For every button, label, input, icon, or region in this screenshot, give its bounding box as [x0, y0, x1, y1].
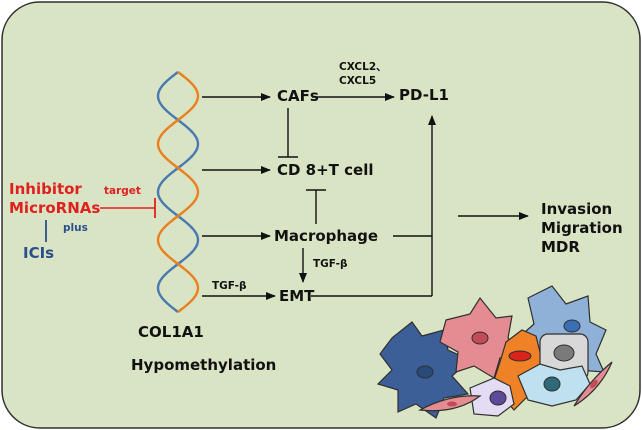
- outcome-invasion: Invasion: [541, 200, 613, 218]
- outcome-mdr: MDR: [541, 238, 580, 256]
- cell-nucleus: [508, 350, 532, 362]
- outcome-migration: Migration: [541, 219, 623, 237]
- dna-helix-icon: [156, 71, 200, 313]
- helix-strand-orange: [156, 71, 200, 313]
- node-emt: EMT: [279, 287, 315, 305]
- cell-nucleus: [447, 401, 457, 407]
- helix-strand-blue: [156, 71, 200, 313]
- gene-col1a1: COL1A1: [138, 323, 204, 341]
- label-target: target: [104, 185, 141, 197]
- label-inhibitor: Inhibitor: [9, 180, 82, 198]
- node-cafs: CAFs: [277, 87, 319, 105]
- label-cxcl2: CXCL2、: [339, 61, 387, 73]
- cell-nucleus: [543, 376, 561, 392]
- label-tgfb-horizontal: TGF-β: [212, 280, 247, 292]
- node-macrophage: Macrophage: [274, 227, 379, 245]
- label-icis: ICIs: [23, 244, 55, 262]
- cell-nucleus: [416, 365, 434, 379]
- hypomethylation-label: Hypomethylation: [131, 356, 277, 374]
- cell-nucleus: [471, 331, 489, 345]
- tumor-cell-cluster-icon: [376, 285, 613, 419]
- label-micrornas: MicroRNAs: [9, 199, 101, 217]
- cell-nucleus: [590, 379, 598, 389]
- node-pdl1: PD-L1: [399, 86, 449, 104]
- node-cd8-t-cell: CD 8+T cell: [277, 161, 374, 179]
- label-tgfb-vertical: TGF-β: [313, 258, 348, 270]
- cell-nucleus: [489, 390, 507, 406]
- label-cxcl5: CXCL5: [339, 75, 377, 87]
- cell-nucleus: [553, 344, 575, 362]
- label-plus: plus: [63, 222, 88, 234]
- cell-nucleus: [563, 319, 581, 333]
